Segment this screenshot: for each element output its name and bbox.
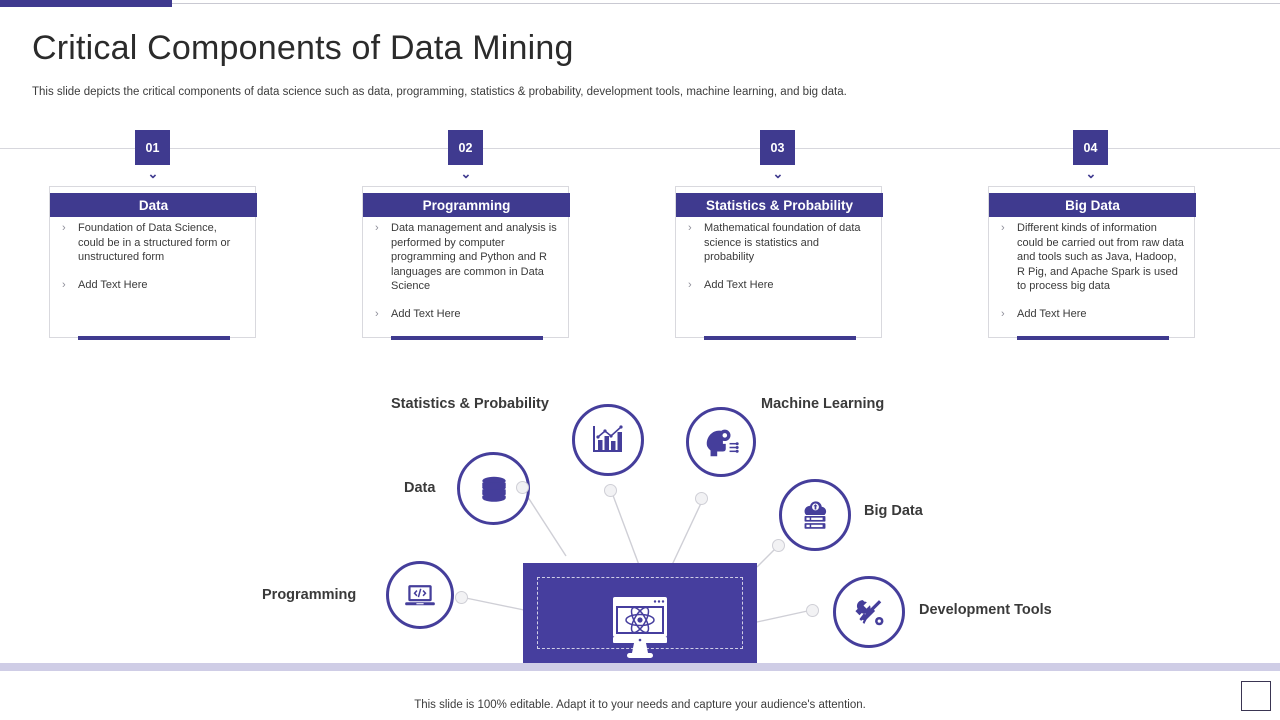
card-underline: [78, 336, 230, 340]
list-item-text: Add Text Here: [391, 307, 461, 320]
bullet-icon: ›: [62, 222, 66, 234]
node-label-big-data: Big Data: [864, 503, 923, 519]
connector-dot: [455, 591, 468, 604]
list-item-text: Add Text Here: [78, 278, 148, 291]
list-item-text: Mathematical foundation of data science …: [704, 222, 861, 264]
node-circle-big-data[interactable]: [779, 479, 851, 551]
bullet-icon: ›: [1001, 222, 1005, 234]
bar-chart-icon: [593, 425, 623, 452]
step-badge-04[interactable]: 04: [1073, 130, 1108, 165]
node-label-programming: Programming: [262, 587, 357, 603]
bullet-icon: ›: [62, 278, 66, 291]
card-title: Big Data: [989, 193, 1196, 217]
list-item[interactable]: › Add Text Here: [62, 278, 245, 293]
connector-dot: [695, 492, 708, 505]
wrench-screwdriver-icon: [855, 600, 884, 626]
top-accent-bar: [0, 0, 172, 7]
node-circle-statistics-probability[interactable]: [572, 404, 644, 476]
connector-dot: [772, 539, 785, 552]
list-item: › Data management and analysis is perfor…: [375, 221, 558, 294]
list-item-text: Different kinds of information could be …: [1017, 222, 1184, 293]
list-item-text: Add Text Here: [704, 278, 774, 291]
list-item-text: Foundation of Data Science, could be in …: [78, 222, 231, 264]
bullet-icon: ›: [688, 222, 692, 234]
ai-head-gear-icon: [706, 429, 739, 457]
laptop-code-icon: [405, 585, 435, 606]
node-label-data: Data: [404, 480, 436, 496]
monitor-atom-icon: [613, 597, 667, 658]
page-title: Critical Components of Data Mining: [32, 29, 574, 67]
bullet-icon: ›: [375, 222, 379, 234]
card-underline: [1017, 336, 1169, 340]
connector-dot: [516, 481, 529, 494]
list-item[interactable]: › Add Text Here: [375, 307, 558, 322]
footer-divider: [0, 663, 1280, 671]
card-title: Programming: [363, 193, 570, 217]
timeline-rule: [0, 148, 1280, 149]
list-item-text: Add Text Here: [1017, 307, 1087, 320]
corner-placeholder-box[interactable]: [1241, 681, 1271, 711]
node-label-machine-learning: Machine Learning: [761, 396, 885, 412]
component-card-big-data[interactable]: Big Data › Different kinds of informatio…: [988, 186, 1196, 340]
card-underline: [704, 336, 856, 340]
bullet-icon: ›: [1001, 307, 1005, 320]
database-icon: [481, 476, 506, 502]
hub-icon-wrap: [523, 595, 757, 665]
connector-dot: [806, 604, 819, 617]
step-badge-02[interactable]: 02: [448, 130, 483, 165]
component-card-data[interactable]: Data › Foundation of Data Science, could…: [49, 186, 257, 340]
chevron-down-icon: ⌄: [1085, 165, 1097, 181]
bullet-icon: ›: [375, 307, 379, 320]
card-title: Data: [50, 193, 257, 217]
card-title: Statistics & Probability: [676, 193, 883, 217]
card-underline: [391, 336, 543, 340]
step-badge-03[interactable]: 03: [760, 130, 795, 165]
connector-dot: [604, 484, 617, 497]
card-body: › Foundation of Data Science, could be i…: [50, 221, 255, 321]
list-item[interactable]: › Add Text Here: [1001, 307, 1184, 322]
component-card-statistics-probability[interactable]: Statistics & Probability › Mathematical …: [675, 186, 883, 340]
component-card-programming[interactable]: Programming › Data management and analys…: [362, 186, 570, 340]
chevron-down-icon: ⌄: [772, 165, 784, 181]
node-circle-development-tools[interactable]: [833, 576, 905, 648]
footer-note: This slide is 100% editable. Adapt it to…: [414, 699, 866, 711]
components-diagram: Statistics & Probability Machine Learni: [0, 360, 1280, 663]
card-body: › Data management and analysis is perfor…: [363, 221, 568, 321]
node-label-statistics-probability: Statistics & Probability: [391, 396, 549, 412]
node-circle-machine-learning[interactable]: [686, 407, 756, 477]
card-body: › Different kinds of information could b…: [989, 221, 1194, 321]
cloud-server-icon: [804, 501, 827, 529]
node-circle-data[interactable]: [457, 452, 530, 525]
chevron-down-icon: ⌄: [460, 165, 472, 181]
chevron-down-icon: ⌄: [147, 165, 159, 181]
step-badge-01[interactable]: 01: [135, 130, 170, 165]
bullet-icon: ›: [688, 278, 692, 291]
list-item[interactable]: › Add Text Here: [688, 278, 871, 293]
list-item: › Mathematical foundation of data scienc…: [688, 221, 871, 265]
list-item: › Different kinds of information could b…: [1001, 221, 1184, 294]
list-item: › Foundation of Data Science, could be i…: [62, 221, 245, 265]
node-circle-programming[interactable]: [386, 561, 454, 629]
page-subtitle: This slide depicts the critical componen…: [32, 86, 847, 98]
node-label-development-tools: Development Tools: [919, 602, 1052, 618]
card-body: › Mathematical foundation of data scienc…: [676, 221, 881, 321]
list-item-text: Data management and analysis is performe…: [391, 222, 557, 293]
top-divider-rule: [172, 3, 1280, 4]
diagram-hub[interactable]: [523, 563, 757, 663]
